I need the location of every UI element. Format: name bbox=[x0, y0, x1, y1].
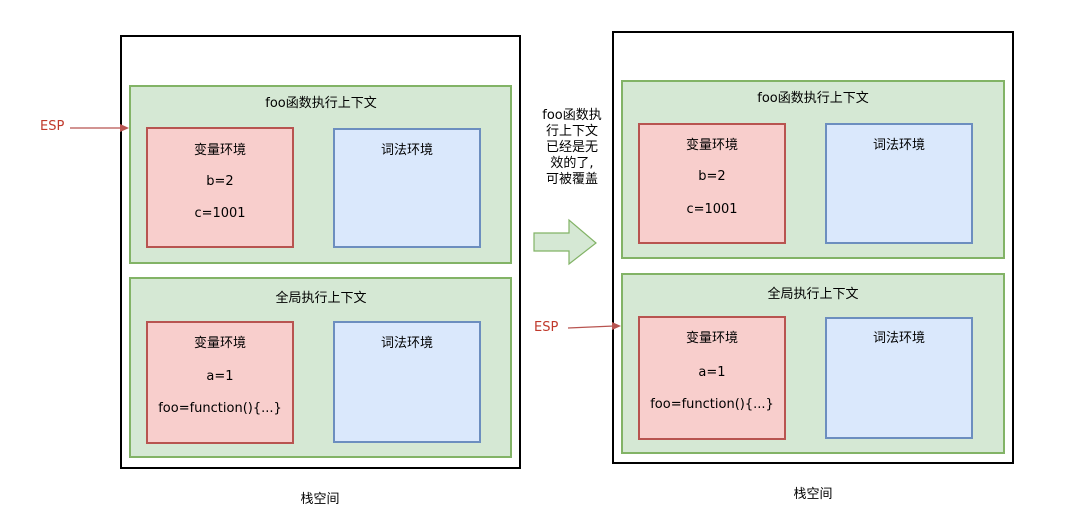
left-global-variable-foo: foo=function(){...} bbox=[158, 401, 282, 416]
left-global-variable-a: a=1 bbox=[206, 369, 234, 384]
right-global-variable-env bbox=[638, 316, 786, 440]
right-foo-variable-c: c=1001 bbox=[686, 202, 738, 217]
right-foo-lexical-env bbox=[825, 123, 973, 244]
left-esp-arrow bbox=[70, 124, 129, 132]
right-foo-lexical-env-title: 词法环境 bbox=[872, 138, 926, 153]
right-foo-variable-b: b=2 bbox=[698, 169, 726, 184]
right-global-context-title: 全局执行上下文 bbox=[767, 287, 859, 302]
left-global-variable-env-title: 变量环境 bbox=[193, 336, 247, 351]
left-esp-label: ESP bbox=[40, 119, 65, 134]
left-foo-variable-env bbox=[146, 127, 294, 248]
right-foo-variable-env bbox=[638, 123, 786, 244]
left-foo-variable-b: b=2 bbox=[206, 174, 234, 189]
left-foo-variable-c: c=1001 bbox=[194, 206, 246, 221]
right-foo-variable-env-title: 变量环境 bbox=[685, 138, 739, 153]
left-foo-lexical-env bbox=[333, 128, 481, 248]
right-global-variable-foo: foo=function(){...} bbox=[650, 397, 774, 412]
right-esp-arrow bbox=[567, 322, 621, 330]
left-global-lexical-env-title: 词法环境 bbox=[380, 336, 434, 351]
left-foo-lexical-env-title: 词法环境 bbox=[380, 143, 434, 158]
left-foo-context-title: foo函数执行上下文 bbox=[265, 96, 377, 111]
right-stack-label: 栈空间 bbox=[793, 487, 833, 502]
left-stack-label: 栈空间 bbox=[300, 492, 340, 507]
transition-note: foo函数执 行上下文 已经是无 效的了, 可被覆盖 bbox=[542, 108, 602, 187]
right-esp-label: ESP bbox=[534, 320, 559, 335]
left-foo-variable-env-title: 变量环境 bbox=[193, 143, 247, 158]
right-global-lexical-env bbox=[825, 317, 973, 439]
left-global-variable-env bbox=[146, 321, 294, 444]
right-global-variable-a: a=1 bbox=[698, 365, 726, 380]
right-global-variable-env-title: 变量环境 bbox=[685, 331, 739, 346]
left-global-context-title: 全局执行上下文 bbox=[275, 291, 367, 306]
right-foo-context-title: foo函数执行上下文 bbox=[757, 91, 869, 106]
transition-arrow bbox=[533, 218, 597, 266]
left-global-lexical-env bbox=[333, 321, 481, 443]
right-global-lexical-env-title: 词法环境 bbox=[872, 331, 926, 346]
